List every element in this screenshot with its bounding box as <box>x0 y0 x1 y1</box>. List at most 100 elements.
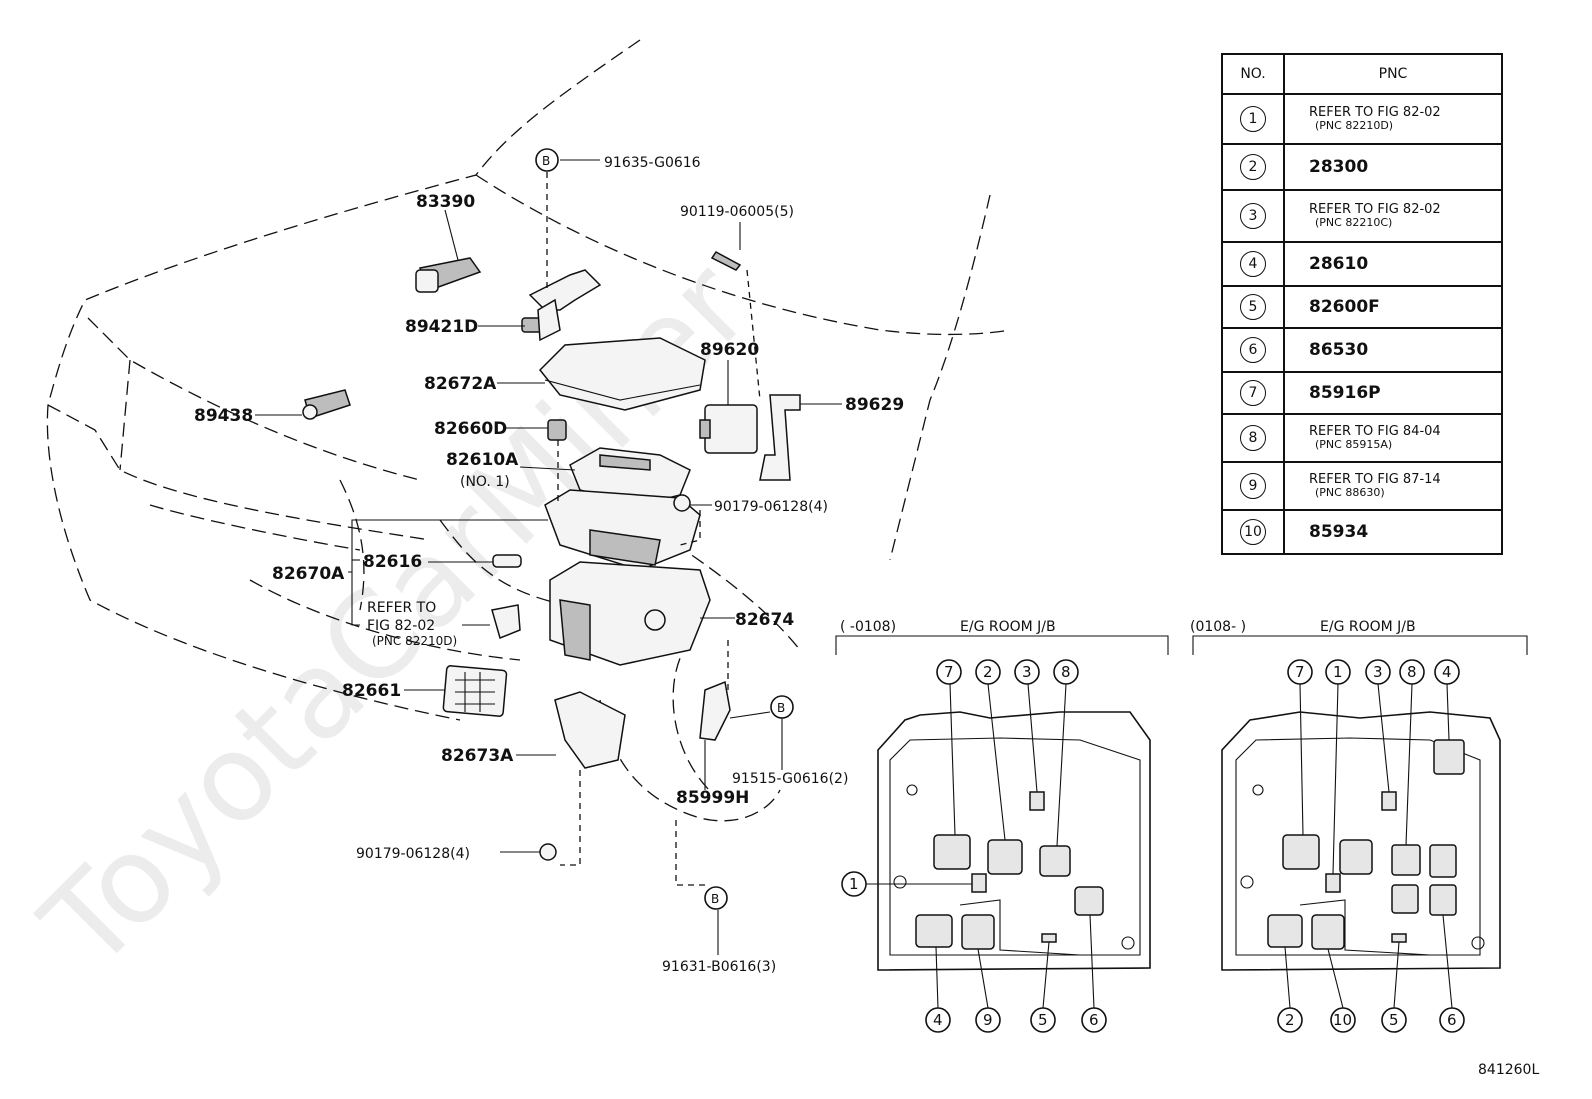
pnc-value: REFER TO FIG 82-02 <box>1309 105 1441 120</box>
pnc-value: 82600F <box>1309 297 1380 317</box>
jb-right-callout-3: 3 <box>1365 659 1391 685</box>
row-number: 8 <box>1221 413 1285 463</box>
label-refer-to-1: REFER TO <box>367 600 436 616</box>
row-pnc: 28610 <box>1283 241 1503 287</box>
svg-text:B: B <box>542 154 550 168</box>
label-82610a-note: (NO. 1) <box>460 474 510 490</box>
jb-left-callout-3: 3 <box>1014 659 1040 685</box>
pnc-value: 28300 <box>1309 157 1369 177</box>
svg-text:7: 7 <box>1295 663 1305 681</box>
jb-left-callout-1: 1 <box>841 871 867 897</box>
part-89438-sensor <box>302 389 351 420</box>
pnc-value: 85934 <box>1309 522 1369 542</box>
label-83390: 83390 <box>416 192 475 212</box>
svg-text:5: 5 <box>1389 1011 1399 1029</box>
pnc-value: REFER TO FIG 82-02 <box>1309 202 1441 217</box>
table-row: 10 85934 <box>1221 509 1503 555</box>
part-82674-box <box>549 561 711 666</box>
svg-text:1: 1 <box>849 875 859 893</box>
svg-text:8: 8 <box>1407 663 1417 681</box>
part-82210d-cap <box>491 604 521 640</box>
b-callout-bottom: B <box>704 886 728 910</box>
row-number: 5 <box>1221 285 1285 329</box>
diagram-id: 841260L <box>1478 1062 1539 1078</box>
assembly-lines <box>546 172 761 886</box>
label-91631-b0616: 91631-B0616(3) <box>662 959 776 975</box>
jb-right-callout-10: 10 <box>1330 1007 1356 1033</box>
table-row: 9 REFER TO FIG 87-14(PNC 88630) <box>1221 461 1503 511</box>
row-number: 7 <box>1221 371 1285 415</box>
label-82616: 82616 <box>363 552 422 572</box>
svg-text:8: 8 <box>1061 663 1071 681</box>
pnc-value: 28610 <box>1309 254 1369 274</box>
svg-text:6: 6 <box>1089 1011 1099 1029</box>
jb-left-callout-5: 5 <box>1030 1007 1056 1033</box>
label-82661: 82661 <box>342 681 401 701</box>
svg-text:4: 4 <box>933 1011 943 1029</box>
label-89629: 89629 <box>845 395 904 415</box>
pnc-sub: (PNC 88630) <box>1315 486 1385 499</box>
row-pnc: REFER TO FIG 82-02(PNC 82210D) <box>1283 93 1503 145</box>
row-pnc: 28300 <box>1283 143 1503 191</box>
leader-lines <box>255 159 842 955</box>
row-pnc: REFER TO FIG 84-04(PNC 85915A) <box>1283 413 1503 463</box>
part-labels: 91635-G0616 83390 90119-06005(5) 89421D … <box>194 155 904 975</box>
label-refer-to-3: (PNC 82210D) <box>372 634 457 648</box>
jb-left-callout-6: 6 <box>1081 1007 1107 1033</box>
row-number-badge: 6 <box>1240 337 1266 363</box>
label-82674: 82674 <box>735 610 794 630</box>
label-90179-06128-a: 90179-06128(4) <box>714 499 828 515</box>
svg-text:B: B <box>777 701 785 715</box>
table-row: 4 28610 <box>1221 241 1503 287</box>
row-number: 1 <box>1221 93 1285 145</box>
svg-text:2: 2 <box>983 663 993 681</box>
jb-left-callout-7: 7 <box>936 659 962 685</box>
label-82670a: 82670A <box>272 564 345 584</box>
row-number: 4 <box>1221 241 1285 287</box>
part-82673a-bracket <box>554 691 626 769</box>
part-90119-bolt <box>710 251 742 271</box>
pnc-sub: (PNC 85915A) <box>1315 438 1393 451</box>
row-pnc: 82600F <box>1283 285 1503 329</box>
row-number: 10 <box>1221 509 1285 555</box>
row-pnc: REFER TO FIG 82-02(PNC 82210C) <box>1283 189 1503 243</box>
label-91515-g0616: 91515-G0616(2) <box>732 771 848 787</box>
label-89438: 89438 <box>194 406 253 426</box>
svg-text:7: 7 <box>944 663 954 681</box>
row-pnc: REFER TO FIG 87-14(PNC 88630) <box>1283 461 1503 511</box>
row-pnc: 86530 <box>1283 327 1503 373</box>
jb-left: ( -0108) E/G ROOM J/B 7 2 3 8 1 4 <box>835 619 1169 1033</box>
label-89620: 89620 <box>700 340 759 360</box>
label-refer-to-2: FIG 82-02 <box>367 618 435 634</box>
table-row: 5 82600F <box>1221 285 1503 329</box>
table-row: 7 85916P <box>1221 371 1503 415</box>
table-row: 2 28300 <box>1221 143 1503 191</box>
svg-text:2: 2 <box>1285 1011 1295 1029</box>
pnc-value: REFER TO FIG 87-14 <box>1309 472 1441 487</box>
row-number-badge: 4 <box>1240 251 1266 277</box>
svg-text:5: 5 <box>1038 1011 1048 1029</box>
pnc-value: 85916P <box>1309 383 1381 403</box>
b-callout-top: B <box>535 148 559 172</box>
row-number-badge: 2 <box>1240 154 1266 180</box>
row-pnc: 85916P <box>1283 371 1503 415</box>
svg-text:3: 3 <box>1373 663 1383 681</box>
part-82672a-cover <box>538 337 706 411</box>
row-number: 2 <box>1221 143 1285 191</box>
label-85999h: 85999H <box>676 788 749 808</box>
row-number-badge: 10 <box>1240 519 1266 545</box>
table-row: 6 86530 <box>1221 327 1503 373</box>
row-number: 3 <box>1221 189 1285 243</box>
pnc-sub: (PNC 82210C) <box>1315 216 1393 229</box>
row-number-badge: 9 <box>1240 473 1266 499</box>
label-90119-06005: 90119-06005(5) <box>680 204 794 220</box>
svg-text:B: B <box>711 892 719 906</box>
label-82672a: 82672A <box>424 374 497 394</box>
part-82670a-block <box>544 489 701 571</box>
row-number-badge: 7 <box>1240 380 1266 406</box>
label-90179-06128-b: 90179-06128(4) <box>356 846 470 862</box>
